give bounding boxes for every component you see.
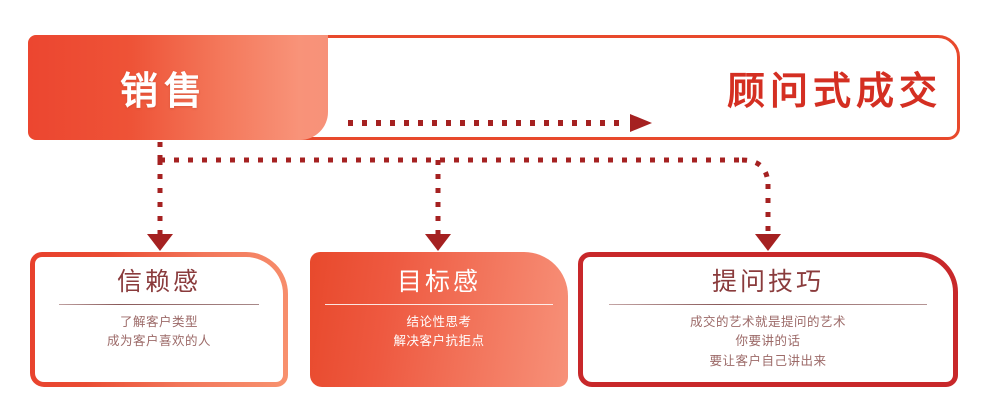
card-trust-frame <box>30 252 288 387</box>
card-questioning[interactable]: 提问技巧 成交的艺术就是提问的艺术 你要讲的话 要让客户自己讲出来 <box>578 252 958 387</box>
card-trust-lines: 了解客户类型 成为客户喜欢的人 <box>107 313 211 352</box>
card-row: 信赖感 了解客户类型 成为客户喜欢的人 目标感 结论性思考 解决客户抗拒点 <box>0 252 987 392</box>
card-goal-line-1: 结论性思考 <box>406 314 472 329</box>
card-goal-divider <box>325 303 553 305</box>
header-left-block <box>28 35 328 140</box>
card-goal-lines: 结论性思考 解决客户抗拒点 <box>393 313 484 352</box>
header-source-label: 销售 <box>119 71 208 113</box>
card-questioning-line-3: 要让客户自己讲出来 <box>709 353 827 368</box>
card-goal-line-2: 解决客户抗拒点 <box>393 334 485 349</box>
card-goal-frame <box>310 252 568 387</box>
header-dotted-arrow-icon <box>348 114 652 132</box>
flow-connectors <box>147 142 781 251</box>
card-questioning-lines: 成交的艺术就是提问的艺术 你要讲的话 要让客户自己讲出来 <box>690 313 846 371</box>
header-target-label: 顾问式成交 <box>726 71 942 113</box>
card-questioning-line-1: 成交的艺术就是提问的艺术 <box>689 314 846 329</box>
card-goal[interactable]: 目标感 结论性思考 解决客户抗拒点 <box>310 252 568 387</box>
header-banner: 销售 顾问式成交 <box>28 35 960 140</box>
card-questioning-line-2: 你要讲的话 <box>735 334 801 349</box>
triangle-down-arrow-icon <box>147 234 781 251</box>
card-questioning-title: 提问技巧 <box>711 268 824 296</box>
card-questioning-frame <box>578 252 958 387</box>
card-trust-divider <box>59 303 259 305</box>
card-goal-title: 目标感 <box>396 268 481 296</box>
card-trust-title: 信赖感 <box>116 268 201 296</box>
card-trust[interactable]: 信赖感 了解客户类型 成为客户喜欢的人 <box>30 252 288 387</box>
card-trust-line-2: 成为客户喜欢的人 <box>106 334 211 349</box>
card-questioning-divider <box>609 303 927 305</box>
card-trust-line-1: 了解客户类型 <box>119 314 198 329</box>
